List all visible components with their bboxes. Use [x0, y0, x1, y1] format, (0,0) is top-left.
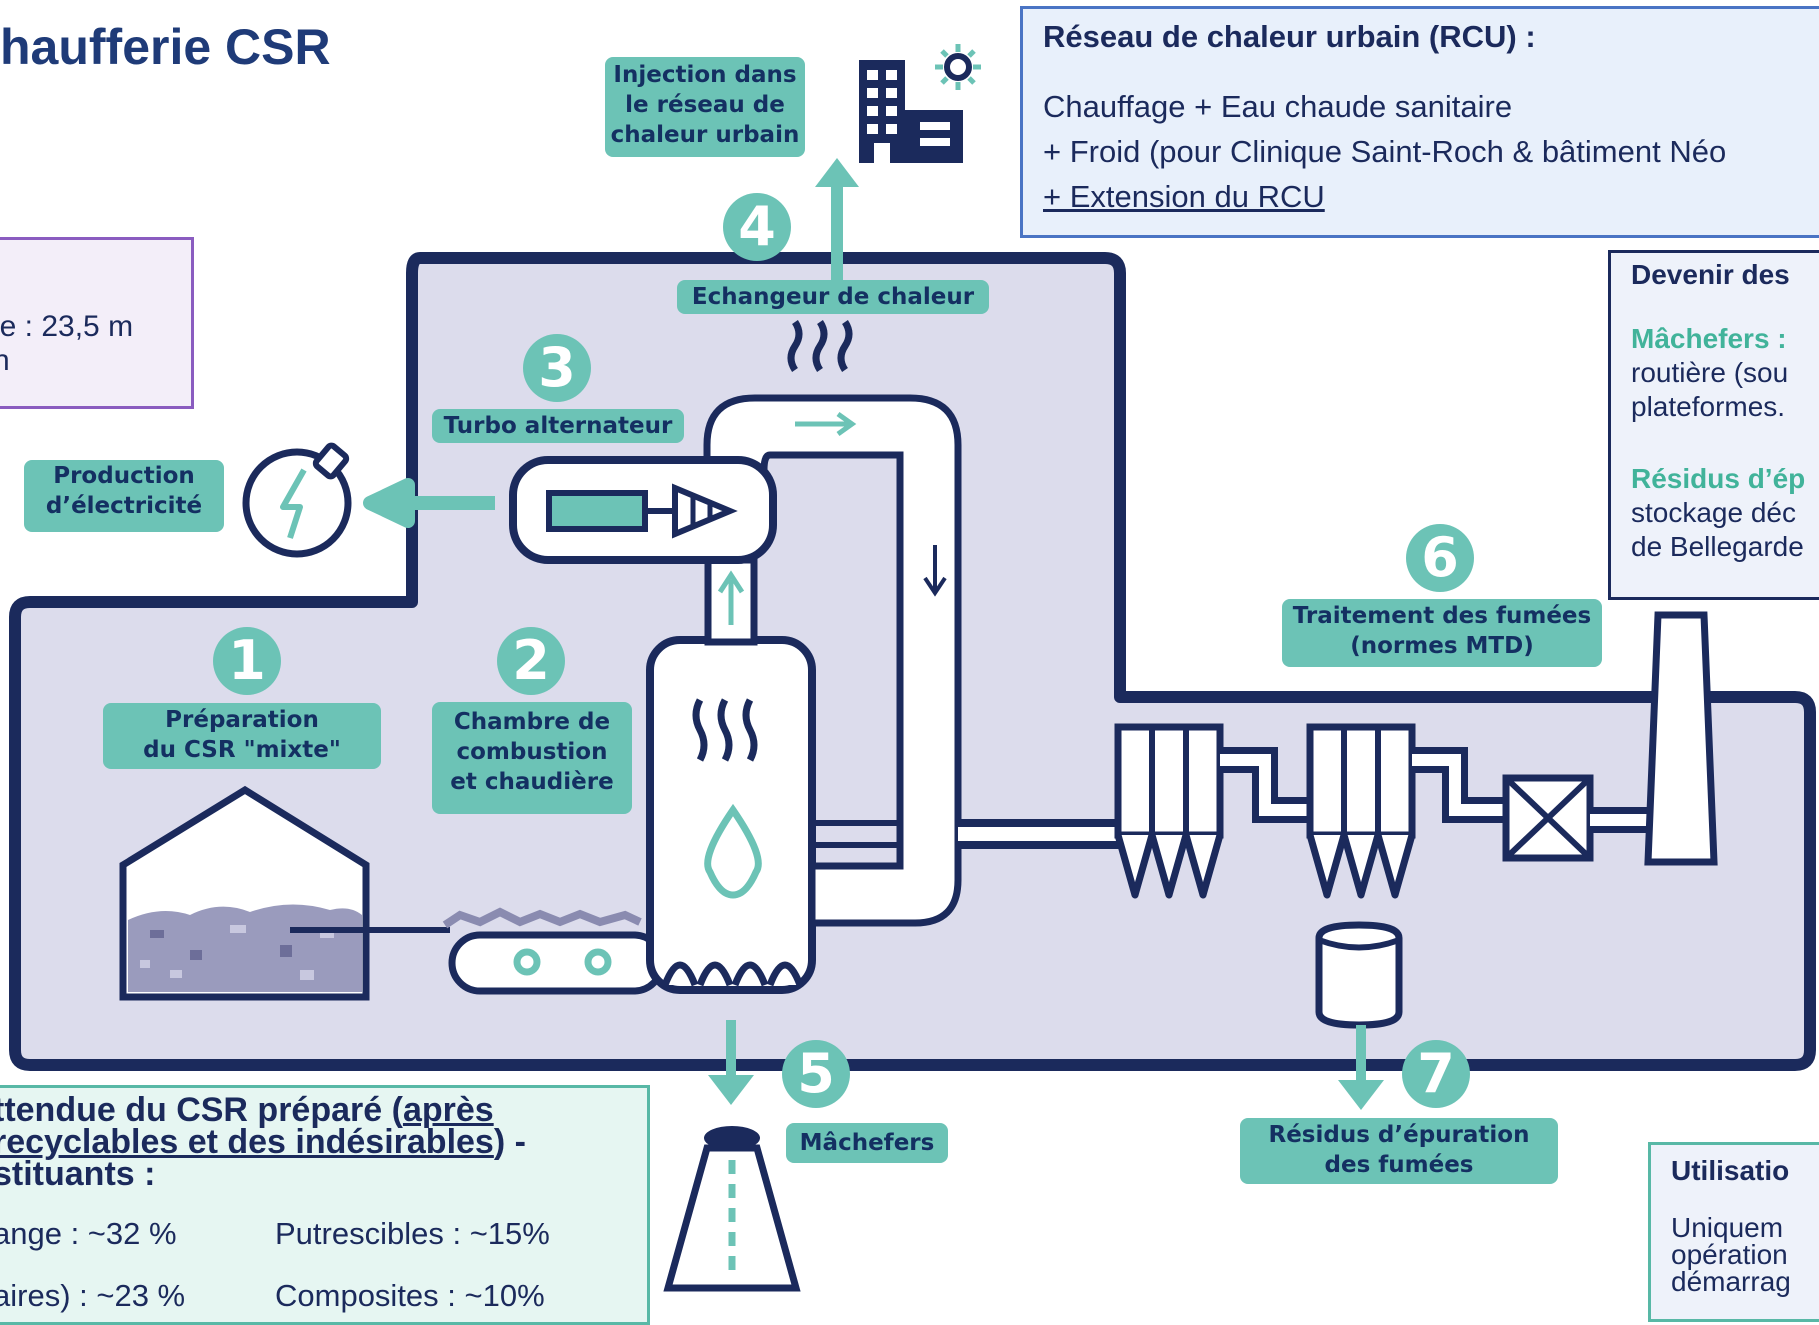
step-1-number: 1 [213, 627, 281, 695]
utilisation-panel: Utilisatio Uniquem opération démarrag [1648, 1142, 1819, 1322]
csr-row1-left: ange : ~32 % [0, 1216, 177, 1251]
residus-text-1: stockage déc [1631, 497, 1796, 528]
height-panel: ie : 23,5 m n [0, 237, 194, 409]
page-title: haufferie CSR [0, 19, 331, 75]
turbo-alternator [509, 456, 777, 564]
road-icon [663, 1126, 801, 1292]
csr-heading-line-2: recyclables et des indésirables) - [0, 1123, 526, 1161]
rcu-line-1: Chauffage + Eau chaude sanitaire [1043, 89, 1513, 124]
residue-arrow [1338, 1080, 1384, 1110]
damper-box [1502, 774, 1594, 862]
csr-composition-panel: ttendue du CSR préparé (après recyclable… [0, 1085, 650, 1325]
filter-unit-1 [1114, 723, 1224, 899]
machefers-text-2: plateformes. [1631, 391, 1786, 422]
boiler [646, 636, 816, 994]
electricity-arrow [363, 478, 495, 528]
rcu-heading: Réseau de chaleur urbain (RCU) : [1043, 19, 1536, 54]
electricity-plug-icon [242, 442, 352, 558]
devenir-panel: Devenir des Mâchefers : routière (sou pl… [1608, 250, 1819, 600]
utilisation-line-2: opération [1671, 1239, 1788, 1270]
building-icon [859, 60, 963, 163]
step-3-number: 3 [523, 334, 591, 402]
step-4-number: 4 [723, 193, 791, 261]
filter-unit-2 [1306, 723, 1416, 899]
utilisation-line-1: Uniquem [1671, 1212, 1784, 1243]
devenir-heading: Devenir des [1631, 259, 1790, 290]
bottom-ash-arrow [708, 1075, 754, 1105]
height-line-2: n [0, 344, 10, 377]
step-2-number: 2 [497, 627, 565, 695]
csr-heading-line-3: stituants : [0, 1155, 156, 1193]
step-5-label: Mâchefers [786, 1123, 948, 1163]
sun-icon [935, 44, 981, 90]
chimney [1644, 611, 1718, 866]
rcu-extension-link[interactable]: + Extension du RCU [1043, 179, 1325, 214]
csr-row2-left: aires) : ~23 % [0, 1278, 186, 1313]
residue-silo [1315, 921, 1403, 1029]
utilisation-line-3: démarrag [1671, 1266, 1791, 1297]
steam-loop [703, 394, 962, 927]
rcu-panel: Réseau de chaleur urbain (RCU) : Chauffa… [1020, 6, 1819, 238]
step-3-label: Turbo alternateur [432, 409, 684, 443]
residus-text-2: de Bellegarde [1631, 531, 1804, 562]
step-5-number: 5 [782, 1040, 850, 1108]
utilisation-heading: Utilisatio [1671, 1155, 1790, 1186]
rcu-line-3: + Extension du RCU [1043, 179, 1325, 215]
step-4-label: Echangeur de chaleur [677, 280, 989, 314]
rcu-line-2: + Froid (pour Clinique Saint-Roch & bâti… [1043, 134, 1727, 169]
height-line-1: ie : 23,5 m [0, 310, 134, 343]
csr-row2-right: Composites : ~10% [275, 1278, 545, 1313]
step-6-number: 6 [1406, 524, 1474, 592]
step-7-number: 7 [1402, 1040, 1470, 1108]
machefers-label: Mâchefers : [1631, 323, 1787, 354]
machefers-text-1: routière (sou [1631, 357, 1789, 388]
csr-heading-line-1: ttendue du CSR préparé (après [0, 1091, 494, 1129]
residus-label: Résidus d’ép [1631, 463, 1806, 494]
csr-row1-right: Putrescibles : ~15% [275, 1216, 550, 1251]
step-6-label: Traitement des fumées(normes MTD) [1282, 599, 1602, 667]
